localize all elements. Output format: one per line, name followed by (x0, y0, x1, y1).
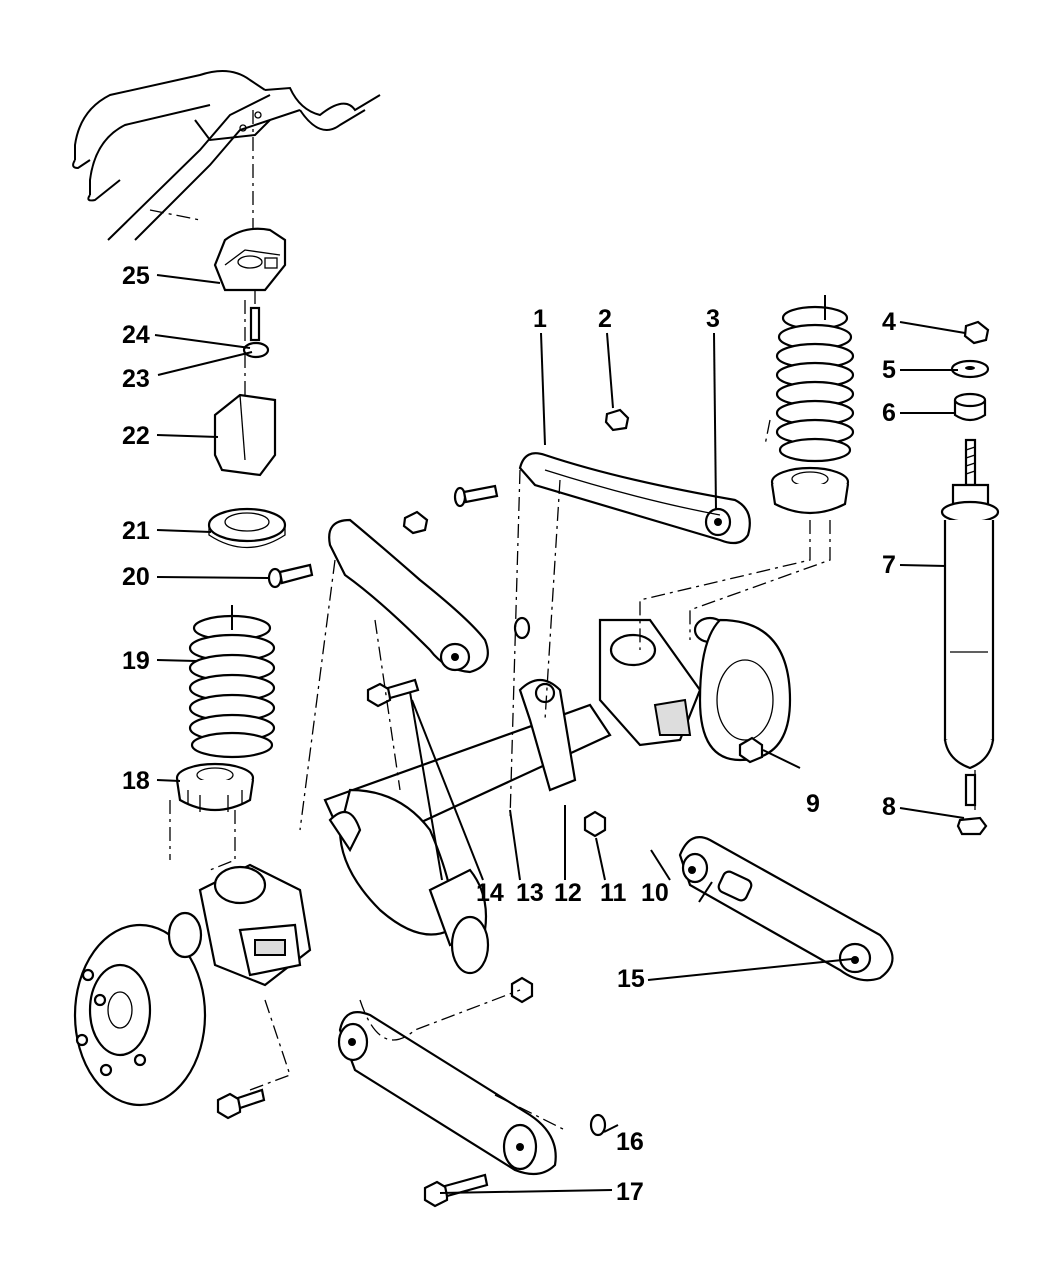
callout-22: 22 (122, 422, 150, 450)
front-axle-housing (323, 678, 612, 975)
callout-24: 24 (122, 321, 150, 349)
upper-control-arm-right (518, 452, 751, 545)
callout-labels: 25 24 23 22 21 20 19 18 1 2 3 4 5 6 7 8 … (122, 262, 896, 1206)
steering-knuckle-right (598, 616, 792, 762)
callout-15: 15 (617, 965, 645, 993)
upper-arm-bolt (267, 563, 314, 589)
coil-spring-right (775, 295, 855, 463)
coil-spring-left (188, 605, 276, 759)
callout-16: 16 (616, 1128, 644, 1156)
alignment-lines (169, 110, 976, 1131)
callout-23: 23 (122, 365, 150, 393)
callout-2: 2 (598, 305, 612, 333)
callout-25: 25 (122, 262, 150, 290)
callout-5: 5 (882, 356, 896, 384)
jounce-bumper-bracket (213, 227, 287, 292)
callout-8: 8 (882, 793, 896, 821)
callout-11: 11 (600, 879, 627, 907)
bolt-and-washer (242, 306, 270, 359)
upper-control-arm-left (328, 510, 489, 674)
callout-17: 17 (616, 1178, 644, 1206)
upper-arm-bolt-right (453, 484, 499, 508)
lower-control-arm-left (337, 1011, 557, 1176)
callout-14: 14 (476, 879, 504, 907)
callout-4: 4 (882, 308, 896, 336)
jounce-bumper (213, 393, 277, 477)
callout-18: 18 (122, 767, 150, 795)
upper-arm-nut (604, 408, 630, 432)
shock-absorber (940, 320, 1000, 836)
callout-12: 12 (554, 879, 582, 907)
leader-lines (154, 274, 966, 1194)
frame-rail (72, 70, 381, 241)
steering-knuckle-left (198, 863, 312, 987)
callout-6: 6 (882, 399, 896, 427)
callout-21: 21 (122, 517, 150, 545)
callout-19: 19 (122, 647, 150, 675)
spring-seat-left (175, 762, 255, 812)
brake-rotor-left (73, 911, 207, 1107)
callout-3: 3 (706, 305, 720, 333)
spring-isolator (207, 507, 287, 549)
spring-seat-right (770, 466, 850, 514)
lower-control-arm-right (678, 836, 894, 982)
callout-1: 1 (533, 305, 547, 333)
callout-9: 9 (806, 790, 820, 818)
callout-10: 10 (641, 879, 669, 907)
callout-13: 13 (516, 879, 544, 907)
callout-7: 7 (882, 551, 896, 579)
callout-20: 20 (122, 563, 150, 591)
fasteners (216, 616, 764, 1208)
